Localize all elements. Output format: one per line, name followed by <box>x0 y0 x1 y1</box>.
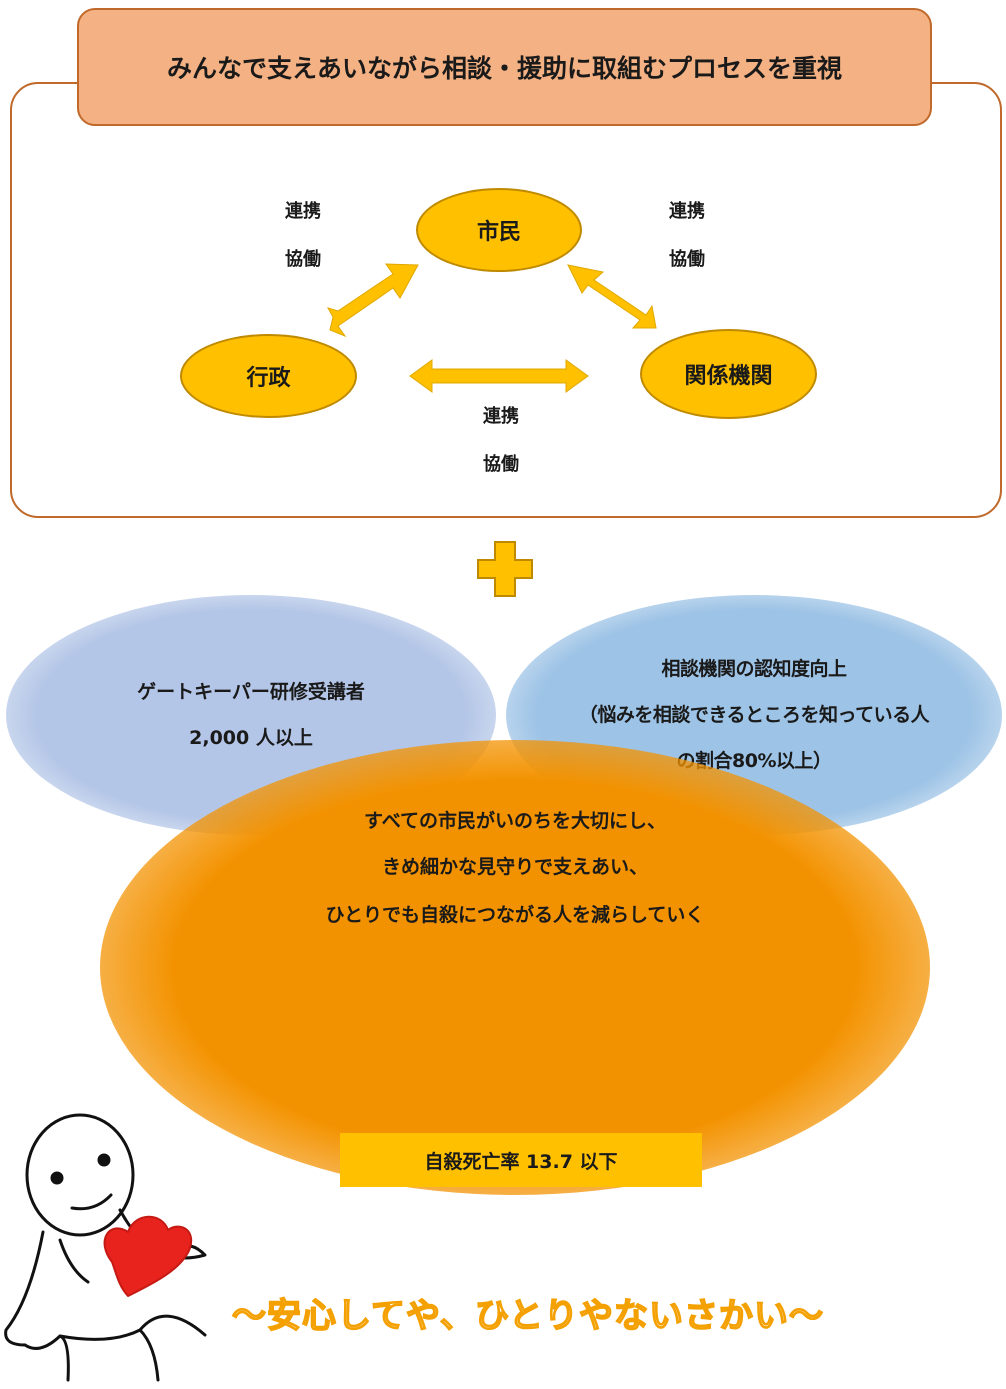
result-line-2: きめ細かな見守りで支えあい、 <box>381 856 648 878</box>
mascot-with-heart-icon <box>4 1113 207 1382</box>
goal-awareness-line-2: （悩みを相談できるところを知っている人 <box>578 704 930 726</box>
goal-awareness-line-3: の割合80%以上） <box>676 750 832 772</box>
goal-awareness-line-1: 相談機関の認知度向上 <box>661 658 847 680</box>
double-arrow-left <box>326 263 419 338</box>
link-label-bottom-2: 協働 <box>483 454 519 475</box>
node-citizens-label: 市民 <box>476 220 521 245</box>
link-label-right-2: 協働 <box>669 249 705 270</box>
node-agencies: 関係機関 <box>640 329 817 419</box>
link-label-bottom-1: 連携 <box>483 406 519 427</box>
link-label-left-2: 協働 <box>285 249 321 270</box>
page-title: みんなで支えあいながら相談・援助に取組むプロセスを重視 <box>77 8 932 126</box>
target-badge: 自殺死亡率 13.7 以下 <box>340 1133 702 1187</box>
node-government: 行政 <box>180 334 357 418</box>
link-label-right-1: 連携 <box>669 201 705 222</box>
result-line-1: すべての市民がいのちを大切にし、 <box>364 810 666 832</box>
link-label-left-1: 連携 <box>285 201 321 222</box>
target-text: 自殺死亡率 13.7 以下 <box>424 1150 618 1173</box>
link-label-left: 連携 協働 <box>268 188 338 284</box>
result-ellipse: すべての市民がいのちを大切にし、 きめ細かな見守りで支えあい、 ひとりでも自殺に… <box>100 740 930 1195</box>
double-arrow-bottom <box>409 359 589 393</box>
plus-icon <box>477 541 533 597</box>
slogan: ～安心してや、ひとりやないさかい～ <box>231 1295 824 1337</box>
node-government-label: 行政 <box>246 366 291 391</box>
node-agencies-label: 関係機関 <box>684 364 773 389</box>
double-arrow-right <box>567 264 657 329</box>
result-line-3: ひとりでも自殺につながる人を減らしていく <box>325 904 705 926</box>
goal-gatekeeper-line-1: ゲートキーパー研修受講者 <box>137 681 365 703</box>
goal-gatekeeper-line-2: 2,000 人以上 <box>189 727 313 749</box>
node-citizens: 市民 <box>416 188 582 272</box>
link-label-bottom: 連携 協働 <box>466 393 536 489</box>
title-text: みんなで支えあいながら相談・援助に取組むプロセスを重視 <box>166 54 842 83</box>
link-label-right: 連携 協働 <box>652 188 722 284</box>
